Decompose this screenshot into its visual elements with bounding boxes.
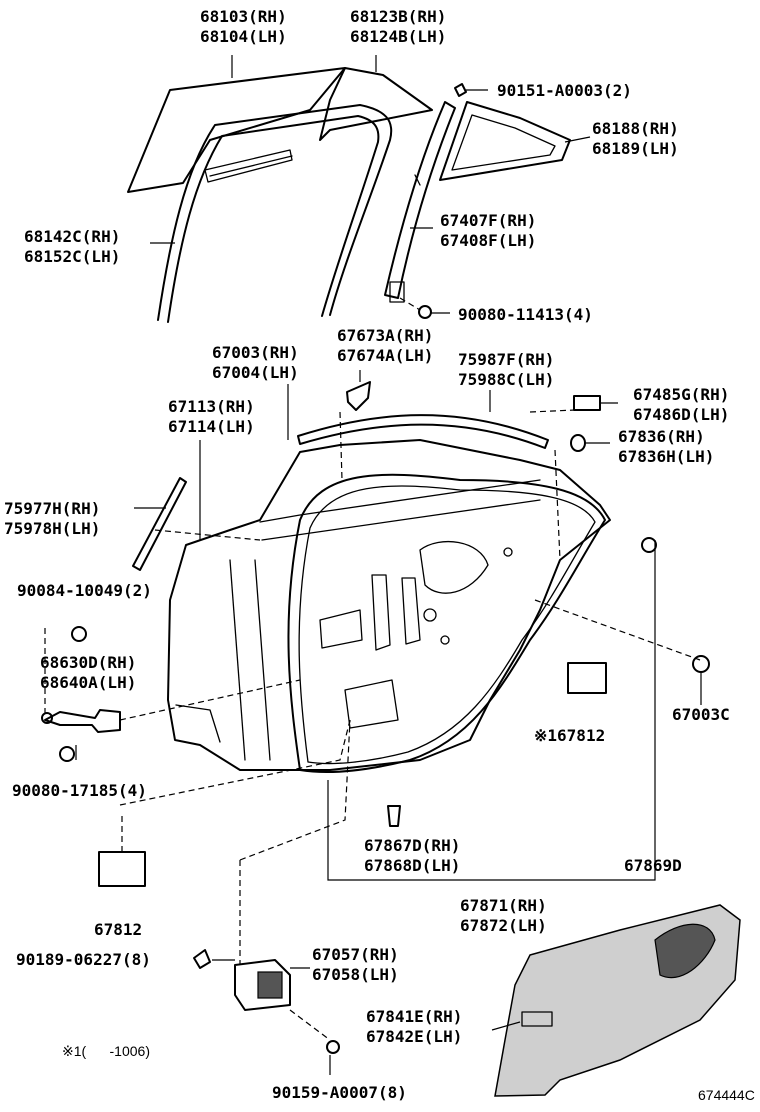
label-div-rh: 67407F(RH) [440,211,536,230]
label-reinf-lh: 67114(LH) [168,417,255,436]
label-glass-rh: 68103(RH) [200,7,287,26]
door-lock [234,959,291,1011]
glass-run [157,104,393,323]
door-panel [167,439,611,771]
door-check [41,709,121,733]
label-note-range: ※1( -1006) [62,1043,150,1059]
screw-top [454,83,467,97]
bolt-10049 [71,626,87,642]
label-clip-lh: 67868D(LH) [364,856,460,875]
label-mold-rh: 75987F(RH) [458,350,554,369]
bolt-11413 [418,305,432,319]
side-molding [132,477,187,571]
label-reinf-rh: 67113(RH) [168,397,255,416]
trim-pad [494,904,741,1097]
label-fig-code: 674444C [698,1087,755,1103]
label-grom-lh: 67836H(LH) [618,447,714,466]
label-pad-lh: 67674A(LH) [337,346,433,365]
label-glass-lh: 68104(LH) [200,27,287,46]
label-plug-c: 67003C [672,705,730,724]
label-screw-a0007: 90159-A0007(8) [272,1083,407,1102]
screw-a0007 [326,1040,340,1054]
inner-panel-detail [319,540,513,729]
label-ws-rh: 67871(RH) [460,896,547,915]
label-pad-rh: 67673A(RH) [337,326,433,345]
label-lock-rh: 67057(RH) [312,945,399,964]
label-panel-lh: 67004(LH) [212,363,299,382]
label-bolt-10049: 90084-10049(2) [17,581,152,600]
bolt-17185 [59,746,75,762]
label-clip-rh: 67867D(RH) [364,836,460,855]
callouts: 68103(RH) 68104(LH) 68123B(RH) 68124B(LH… [4,7,755,1103]
label-side-mold-lh: 75978H(LH) [4,519,100,538]
label-check-lh: 68640A(LH) [40,673,136,692]
label-qw-lh: 68189(LH) [592,139,679,158]
label-ws-lh: 67872(LH) [460,916,547,935]
label-grom-rh: 67836(RH) [618,427,705,446]
label-panel-rh: 67003(RH) [212,343,299,362]
label-check-rh: 68630D(RH) [40,653,136,672]
label-div-lh: 67408F(LH) [440,231,536,250]
label-qw-rh: 68188(RH) [592,119,679,138]
label-lock-lh: 67058(LH) [312,965,399,984]
leader-lines [75,55,702,1075]
pad-812 [98,851,146,887]
label-screw-top: 90151-A0003(2) [497,81,632,100]
belt-molding [297,414,549,449]
screw-06227 [193,949,211,969]
label-qglass-lh: 68124B(LH) [350,27,446,46]
door-glass [127,67,346,193]
plug-67485 [573,395,601,411]
label-trim-rh: 67841E(RH) [366,1007,462,1026]
label-side-mold-rh: 75977H(RH) [4,499,100,518]
label-plug-lh: 67486D(LH) [633,405,729,424]
label-trim-lh: 67842E(LH) [366,1027,462,1046]
quarter-window [439,101,571,181]
label-bolt-11413: 90080-11413(4) [458,305,593,324]
label-plug-rh: 67485G(RH) [633,385,729,404]
label-qglass-rh: 68123B(RH) [350,7,446,26]
clip-plug [641,537,710,673]
dashed-guides [44,297,701,1041]
label-run-lh: 68152C(LH) [24,247,120,266]
pad-67673 [346,381,371,411]
label-run-rh: 68142C(RH) [24,227,120,246]
label-screw-06227: 90189-06227(8) [16,950,151,969]
clip-67867 [387,805,401,827]
grommet-67836 [570,434,586,452]
door-weatherstrip [287,473,606,773]
label-pad-812: 67812 [94,920,142,939]
label-bolt-17185: 90080-17185(4) [12,781,147,800]
division-bar [384,101,456,303]
label-mold-lh: 75988C(LH) [458,370,554,389]
label-note-pad: ※167812 [534,726,605,745]
pad-note-812 [567,662,607,694]
label-ws-869: 67869D [624,856,682,875]
quarter-glass [319,67,433,141]
